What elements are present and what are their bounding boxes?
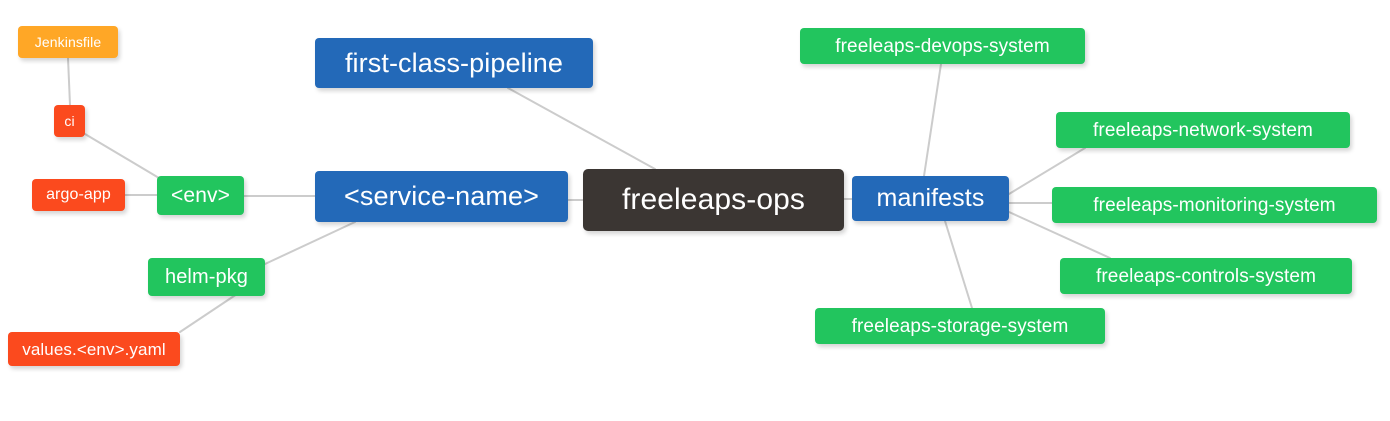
edge-ci-env [84, 133, 160, 179]
mindmap-node-freeleaps-ops[interactable]: freeleaps-ops [583, 169, 844, 231]
mindmap-node-freeleaps-controls-system[interactable]: freeleaps-controls-system [1060, 258, 1352, 294]
mindmap-node-freeleaps-monitoring-system[interactable]: freeleaps-monitoring-system [1052, 187, 1377, 223]
mindmap-node-values-yaml[interactable]: values.<env>.yaml [8, 332, 180, 366]
edge-helmpkg-servicename [264, 221, 356, 265]
mindmap-node-env[interactable]: <env> [157, 176, 244, 215]
edge-manifests-devops [923, 63, 942, 177]
mindmap-node-freeleaps-devops-system[interactable]: freeleaps-devops-system [800, 28, 1085, 64]
edge-pipeline-ops [507, 87, 656, 170]
mindmap-node-freeleaps-storage-system[interactable]: freeleaps-storage-system [815, 308, 1105, 344]
mindmap-node-service-name[interactable]: <service-name> [315, 171, 568, 222]
mindmap-node-jenkinsfile[interactable]: Jenkinsfile [18, 26, 118, 58]
mindmap-node-manifests[interactable]: manifests [852, 176, 1009, 221]
mindmap-node-freeleaps-network-system[interactable]: freeleaps-network-system [1056, 112, 1350, 148]
edge-jenkinsfile-ci [67, 57, 71, 106]
mindmap-node-ci[interactable]: ci [54, 105, 85, 137]
mindmap-node-argo-app[interactable]: argo-app [32, 179, 125, 211]
edge-manifests-storage [944, 220, 973, 309]
mindmap-node-first-class-pipeline[interactable]: first-class-pipeline [315, 38, 593, 88]
mindmap-node-helm-pkg[interactable]: helm-pkg [148, 258, 265, 296]
